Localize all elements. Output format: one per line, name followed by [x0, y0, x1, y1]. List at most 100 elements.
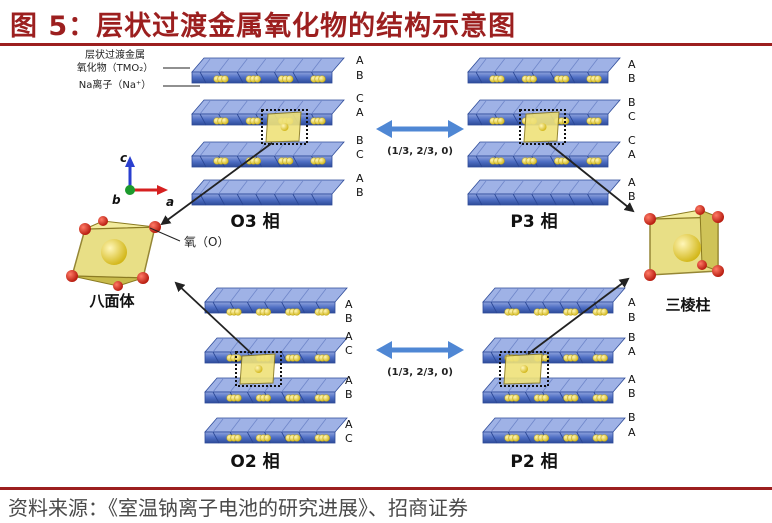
sodium-ion [322, 354, 330, 362]
panel-p3 [467, 57, 621, 206]
highlight-box [235, 351, 282, 387]
tmo2-layer [191, 141, 345, 168]
highlight-box [499, 351, 549, 387]
stacking-letter: B [356, 69, 364, 82]
sodium-row [489, 75, 602, 83]
axis-c-label: c [120, 151, 127, 165]
tmo2-layer [191, 179, 345, 206]
tmo2-layer [467, 141, 621, 168]
sodium-ion [263, 434, 272, 442]
sodium-ion [318, 117, 326, 125]
sodium-ion [529, 75, 537, 83]
tmo2-layer [467, 57, 621, 84]
sodium-ion [497, 75, 505, 83]
arrow-o3-to-octahedron [160, 142, 273, 226]
sodium-ion [221, 157, 229, 165]
title-rule [0, 43, 772, 46]
stacking-letter: A [628, 426, 636, 439]
panel-o3 [191, 57, 345, 206]
sodium-ion [293, 394, 301, 402]
phase-label-p3: P3 相 [510, 211, 557, 232]
stacking-letter: C [628, 110, 636, 123]
tmo2-layer [467, 179, 621, 206]
legend-tmo2-line1: 层状过渡金属 [85, 48, 145, 61]
stacking-letter: B [628, 96, 636, 109]
arrow-p3-to-prism [547, 142, 635, 213]
octahedron-model [66, 216, 161, 291]
octahedron-label: 八面体 [88, 292, 135, 310]
stacking-letter: B [628, 190, 636, 203]
sodium-ion [253, 75, 261, 83]
sodium-ion [571, 308, 579, 316]
stacking-letter: B [628, 411, 636, 424]
vector-label-bottom: (1/3, 2/3, 0) [387, 367, 453, 378]
sodium-ion [541, 308, 550, 316]
stacking-letter: A [628, 296, 636, 309]
legend-na: Na离子（Na⁺） [79, 78, 152, 91]
sodium-ion [293, 308, 301, 316]
stacking-letter: B [628, 311, 636, 324]
sodium-ion [322, 394, 330, 402]
double-arrow-top [376, 120, 464, 138]
sodium-ion [562, 75, 570, 83]
stacking-letter: B [356, 134, 364, 147]
sodium-ion [253, 157, 261, 165]
stacking-letter: A [628, 345, 636, 358]
tmo2-layer [191, 57, 345, 84]
sodium-ion [594, 75, 602, 83]
sodium-ion [221, 75, 229, 83]
stacking-letter: B [356, 186, 364, 199]
phase-label-o2: O2 相 [230, 451, 279, 472]
sodium-ion [286, 157, 294, 165]
stacking-letter: A [356, 54, 364, 67]
sodium-ion [594, 117, 602, 125]
stacking-letter: C [345, 432, 353, 445]
stacking-letter: A [356, 172, 364, 185]
phase-label-o3: O3 相 [230, 211, 279, 232]
stacking-letter: B [628, 387, 636, 400]
sodium-ion [253, 117, 261, 125]
sodium-ion [322, 434, 330, 442]
sodium-ion [293, 434, 301, 442]
sodium-ion [322, 308, 330, 316]
double-arrow-bottom [376, 341, 464, 359]
sodium-ion [600, 394, 608, 402]
phase-label-p2: P2 相 [510, 451, 557, 472]
sodium-ion [221, 117, 229, 125]
sodium-row [226, 394, 330, 402]
vector-label-top: (1/3, 2/3, 0) [387, 146, 453, 157]
sodium-ion [234, 394, 242, 402]
axis-b-label: b [112, 193, 121, 207]
sodium-ion [263, 394, 272, 402]
axis-a-label: a [166, 195, 174, 209]
sodium-ion [318, 157, 326, 165]
sodium-row [504, 394, 608, 402]
stacking-letter: C [356, 148, 364, 161]
source-note: 资料来源：《室温钠离子电池的研究进展》、招商证券 [8, 496, 468, 520]
axis-triad: c b a [112, 151, 174, 209]
highlight-sodium [538, 123, 547, 131]
sodium-ion [541, 394, 550, 402]
sodium-ion [293, 354, 301, 362]
sodium-ion [512, 308, 520, 316]
stacking-letter: A [628, 176, 636, 189]
sodium-row [504, 308, 608, 316]
arrow-p2-to-prism [527, 277, 630, 355]
panel-o2 [204, 287, 348, 444]
sodium-ion [497, 117, 505, 125]
sodium-row [504, 434, 608, 442]
sodium-row [213, 75, 326, 83]
stacking-letter: A [628, 373, 636, 386]
stacking-letter: A [345, 298, 353, 311]
stacking-letter: B [628, 72, 636, 85]
highlight-box [261, 109, 308, 145]
stacking-letter: C [628, 134, 636, 147]
sodium-ion [594, 157, 602, 165]
sodium-ion [234, 308, 242, 316]
arrow-o2-to-octahedron [174, 281, 253, 355]
legend-oxygen: 氧（O） [184, 235, 229, 249]
sodium-ion [571, 354, 579, 362]
sodium-ion [512, 434, 520, 442]
sodium-ion [234, 434, 242, 442]
